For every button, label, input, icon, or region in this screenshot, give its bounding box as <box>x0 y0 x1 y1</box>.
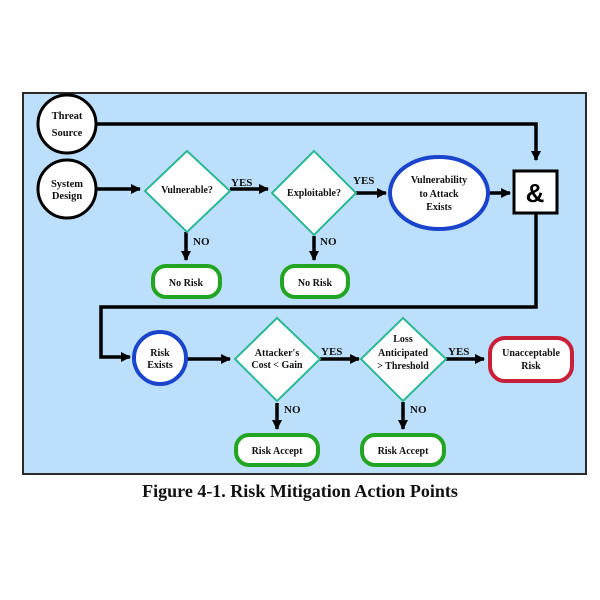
risk-exists-line-2: Exists <box>147 360 173 371</box>
label-no-cost: NO <box>284 404 301 416</box>
no-risk-2-text: No Risk <box>298 278 333 289</box>
unacceptable-line-2: Risk <box>521 361 541 372</box>
decision-cost-gain: Attacker's Cost < Gain <box>233 316 322 403</box>
node-system-design: System Design <box>36 158 98 220</box>
vulnerability-line-3: Exists <box>426 202 452 213</box>
risk-exists-line-1: Risk <box>150 348 170 359</box>
label-yes-loss: YES <box>448 346 469 358</box>
threat-source-line-1: Threat <box>52 111 83 122</box>
label-yes-exploitable: YES <box>353 175 374 187</box>
exploitable-text: Exploitable? <box>287 188 341 199</box>
node-vulnerability-exists: Vulnerability to Attack Exists <box>388 155 490 231</box>
connectors <box>96 122 541 430</box>
decision-vulnerable: Vulnerable? <box>143 149 232 234</box>
vulnerable-text: Vulnerable? <box>161 185 213 196</box>
system-design-line-2: Design <box>52 191 82 202</box>
loss-line-2: Anticipated <box>378 348 428 359</box>
label-yes-cost: YES <box>321 346 342 358</box>
edge-threat-to-and <box>96 122 541 161</box>
label-no-vulnerable: NO <box>193 236 210 248</box>
decision-loss-threshold: Loss Anticipated > Threshold <box>359 316 448 403</box>
cost-gain-line-1: Attacker's <box>255 348 300 359</box>
risk-accept-2-text: Risk Accept <box>378 446 430 457</box>
vulnerability-line-1: Vulnerability <box>411 175 467 186</box>
loss-line-1: Loss <box>393 334 413 345</box>
outcome-unacceptable-risk: Unacceptable Risk <box>488 336 574 383</box>
unacceptable-line-1: Unacceptable <box>502 348 560 359</box>
figure-caption: Figure 4-1. Risk Mitigation Action Point… <box>142 481 458 501</box>
no-risk-1-text: No Risk <box>169 278 204 289</box>
decision-exploitable: Exploitable? <box>270 149 358 237</box>
outcome-risk-accept-2: Risk Accept <box>360 433 446 467</box>
outcome-risk-accept-1: Risk Accept <box>234 433 320 467</box>
cost-gain-line-2: Cost < Gain <box>251 360 303 371</box>
node-threat-source: Threat Source <box>36 93 98 155</box>
vulnerability-line-2: to Attack <box>419 189 459 200</box>
label-no-loss: NO <box>410 404 427 416</box>
edge-and-to-risk <box>99 214 538 362</box>
loss-line-3: > Threshold <box>377 361 429 372</box>
risk-accept-1-text: Risk Accept <box>252 446 304 457</box>
and-gate: & <box>512 169 559 215</box>
node-risk-exists: Risk Exists <box>132 330 188 386</box>
label-no-exploitable: NO <box>320 236 337 248</box>
and-gate-symbol: & <box>526 178 545 208</box>
outcome-no-risk-2: No Risk <box>280 264 350 299</box>
threat-source-line-2: Source <box>52 128 83 139</box>
system-design-line-1: System <box>51 179 83 190</box>
outcome-no-risk-1: No Risk <box>151 264 222 299</box>
label-yes-vulnerable: YES <box>231 177 252 189</box>
